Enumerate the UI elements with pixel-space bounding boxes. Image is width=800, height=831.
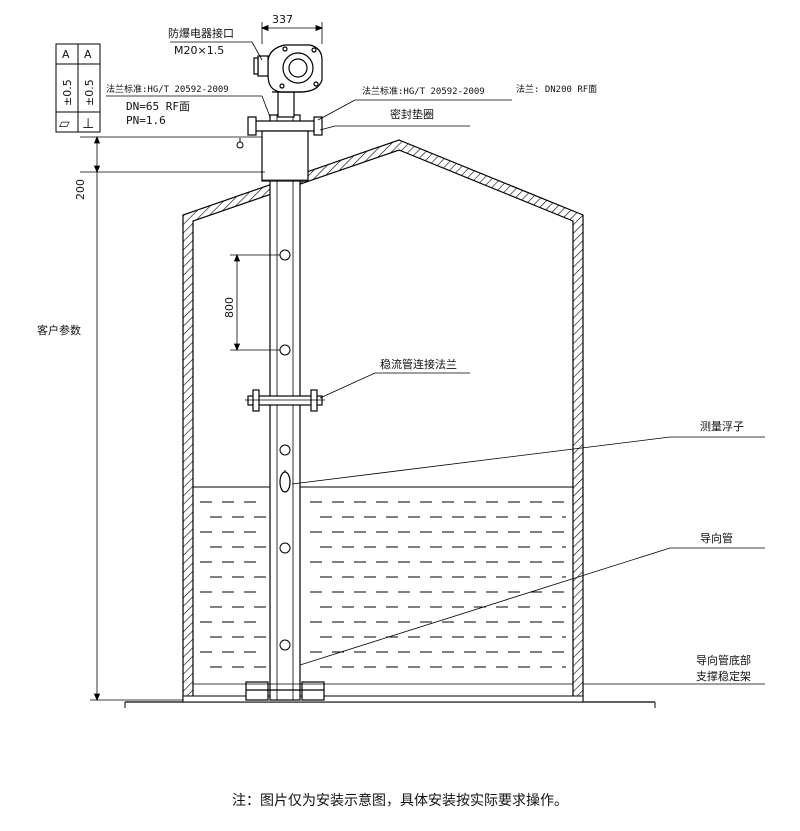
guide-tube-label: 导向管 [700, 531, 733, 545]
guide-tube [269, 114, 301, 701]
pn-left: PN=1.6 [126, 114, 166, 127]
tank-bottom [182, 695, 584, 703]
footer-note: 注：图片仅为安装示意图，具体安装按实际要求操作。 [232, 793, 568, 809]
top-flange [247, 116, 323, 182]
seal-gasket-label: 密封垫圈 [390, 107, 434, 121]
flatness-icon: ▱ [59, 116, 70, 132]
dim-337 [260, 22, 324, 44]
flange-right: 法兰: DN200 RF面 [516, 83, 597, 95]
bottom-support [245, 681, 325, 701]
tol-value-2: ±0.5 [83, 79, 96, 106]
support-label-2: 支撑稳定架 [696, 669, 751, 683]
dim-337-label: 337 [272, 13, 293, 26]
dim-200 [80, 135, 265, 702]
dim-800 [230, 253, 280, 352]
liquid [193, 486, 573, 668]
explosion-port-thread: M20×1.5 [174, 44, 224, 57]
transmitter-head [253, 44, 323, 118]
tol-datum-1: A [62, 48, 70, 61]
support-label-1: 导向管底部 [696, 653, 751, 667]
dn-left: DN=65 RF面 [126, 100, 190, 113]
tank-wall [182, 139, 584, 701]
dim-200-label: 200 [74, 179, 87, 200]
explosion-port-title: 防爆电器接口 [168, 26, 234, 40]
customer-param-label: 客户参数 [37, 323, 81, 337]
flange-std-right: 法兰标准:HG/T 20592-2009 [362, 85, 485, 97]
vent-fitting [236, 138, 244, 149]
float-body [279, 470, 291, 493]
dim-800-label: 800 [223, 297, 236, 318]
tol-datum-2: A [84, 48, 92, 61]
stilling-flange [245, 389, 325, 412]
stilling-flange-label: 稳流管连接法兰 [380, 357, 457, 371]
tolerance-frame [55, 43, 101, 133]
tol-value-1: ±0.5 [61, 79, 74, 106]
flange-std-left: 法兰标准:HG/T 20592-2009 [106, 83, 229, 95]
float-label: 测量浮子 [700, 420, 744, 433]
perpendicular-icon: ⊥ [82, 116, 94, 132]
